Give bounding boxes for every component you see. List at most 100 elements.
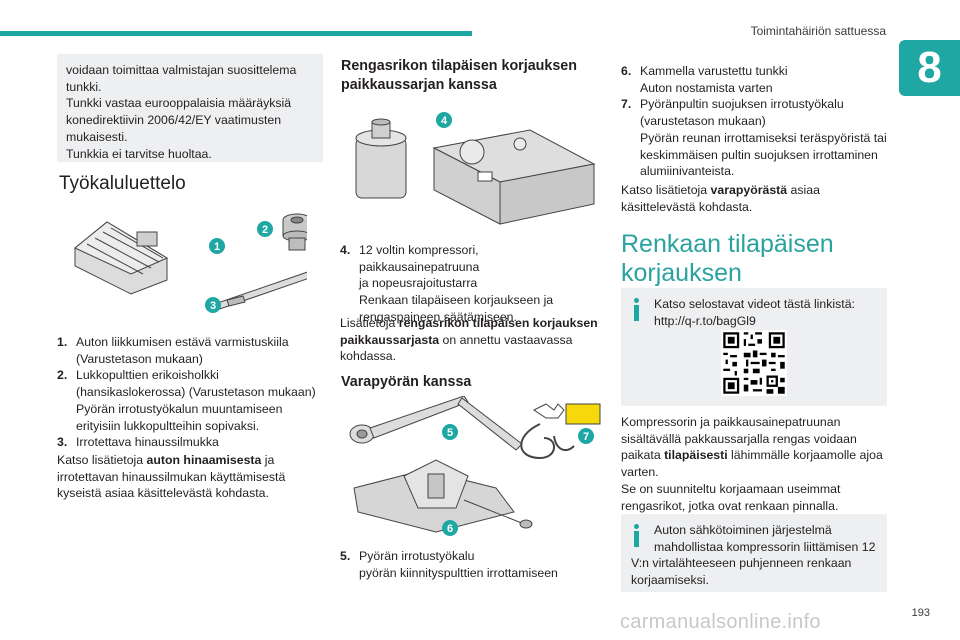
repair-kit-heading: Rengasrikon tilapäisen korjauksen paikka… [341, 57, 603, 95]
list-number: 3. [57, 435, 68, 450]
callout-badge-label: 3 [210, 300, 216, 312]
ref-line: käsittelevästä kohdasta. [621, 199, 753, 214]
list-row: 5. Pyörän irrotustyökalu pyörän kiinnity… [340, 548, 602, 581]
callout-badge [442, 424, 458, 440]
list-line: Irrotettava hinaussilmukka [76, 435, 219, 450]
repair-kit-description: Kompressorin ja paikkausainepatruunan si… [621, 414, 887, 514]
list-text: Pyörän irrotustyökalu pyörän kiinnityspu… [359, 548, 602, 581]
info-line: http://q-r.to/bagGl9 [654, 313, 756, 328]
heading-line: Rengasrikon tilapäisen korjauksen [341, 58, 577, 74]
callout-badge-label: 2 [262, 224, 268, 236]
list-number: 5. [340, 549, 351, 563]
list-line: Renkaan tilapäiseen korjaukseen ja [359, 293, 554, 308]
list-line: erityisiin lukkopultteihin sopivaksi. [76, 418, 260, 433]
info-icon [632, 524, 641, 547]
bolt-cover-tool-drawing [520, 403, 601, 460]
list-number: 1. [57, 335, 68, 349]
ref-text: Lisätietoja [340, 316, 399, 330]
ref-line: irrotettavan hinaussilmukan käyttämisest… [57, 469, 286, 484]
para-line: Kompressorin ja paikkausainepatruunan [621, 415, 841, 429]
repair-kit-reference: Lisätietoja rengasrikon tilapäisen korja… [340, 315, 602, 365]
list-number: 7. [621, 97, 632, 112]
list-line: (varustetason mukaan) [640, 114, 766, 129]
list-line: (hansikaslokerossa) (Varustetason mukaan… [76, 385, 316, 400]
info-line: Auton sähkötoiminen järjestelmä [654, 523, 832, 537]
ref-link-text: rengasrikon tilapäisen korjauksen [398, 316, 598, 330]
list-line: keskimmäisen pultin suojuksen irrottamin… [640, 147, 878, 162]
lock-socket-drawing [282, 213, 307, 251]
electric-info-box: Auton sähkötoiminen järjestelmä mahdolli… [621, 514, 887, 592]
ref-link-text: paikkaussarjasta [340, 332, 440, 347]
list-number: 2. [57, 368, 68, 383]
para-line: Se on suunniteltu korjaamaan useimmat [621, 481, 841, 496]
list-number: 6. [621, 64, 632, 78]
spare-wheel-reference: Katso lisätietoja varapyörästä asiaa käs… [621, 182, 887, 215]
list-line: 12 voltin kompressori, paikkausainepatru… [359, 243, 480, 274]
note-line: mukaisesti. [66, 129, 128, 144]
list-row: 4. 12 voltin kompressori, paikkausainepa… [340, 242, 602, 326]
callout-badge-label: 7 [583, 431, 589, 443]
video-info-box: Katso selostavat videot tästä linkistä: … [621, 288, 887, 406]
callout-badge [578, 428, 594, 444]
section-title: Toimintahäiriön sattuessa [750, 24, 886, 38]
repair-kit-illustration: 4 [355, 112, 596, 225]
towing-reference: Katso lisätietoja auton hinaamisesta ja … [57, 452, 323, 502]
qr-code[interactable] [721, 330, 787, 396]
list-item: 3. Irrotettava hinaussilmukka [57, 434, 323, 451]
ref-line: kohdassa. [340, 349, 397, 364]
ref-line: kyseistä asiaa käsittelevästä kohdasta. [57, 486, 269, 501]
list-line: Auton nostamista varten [640, 80, 773, 95]
info-line: V:n virtalähteeseen puhjenneen renkaan [631, 556, 852, 571]
heading-line: paikkaussarjan kanssa [341, 77, 497, 93]
list-text: Lukkopulttien erikoisholkki (hansikaslok… [76, 367, 323, 434]
callout-badge-label: 4 [441, 115, 448, 127]
list-line: (Varustetason mukaan) [76, 351, 203, 366]
list-text: Kammella varustettu tunkki Auton nostami… [640, 63, 887, 96]
wheel-chock-drawing [74, 221, 169, 295]
list-item: 6. Kammella varustettu tunkki Auton nost… [621, 63, 887, 180]
callout-badge-label: 5 [447, 427, 453, 439]
para-line: rengasrikot, jotka ovat renkaan pinnalla… [621, 498, 839, 513]
note-line: tunkki. [66, 79, 102, 94]
ref-text: asiaa [787, 183, 820, 197]
watermark: carmanualsonline.info [620, 611, 821, 633]
list-item: 1. Auton liikkumisen estävä varmistuskii… [57, 334, 323, 367]
list-text: Irrotettava hinaussilmukka [76, 434, 323, 451]
callout-badge [257, 221, 273, 237]
spare-tools-illustration: 5 6 7 [349, 396, 601, 536]
callout-badge [205, 297, 221, 313]
list-line: Kammella varustettu tunkki [640, 64, 788, 78]
list-text: Auton liikkumisen estävä varmistuskiila … [76, 334, 323, 367]
para-emphasis: tilapäisesti [664, 448, 728, 463]
para-line: varten. [621, 465, 659, 480]
ref-text: Katso lisätietoja [57, 453, 147, 467]
compressor-drawing [432, 129, 596, 225]
list-row: 6. Kammella varustettu tunkki Auton nost… [621, 63, 887, 96]
ref-link-text: varapyörästä [710, 183, 788, 197]
tools-illustration: 1 2 3 [74, 213, 307, 313]
ref-link-text: auton hinaamisesta [146, 453, 262, 467]
callout-badge-label: 1 [214, 241, 220, 253]
info-line: Katso selostavat videot tästä linkistä: [654, 297, 855, 311]
page-number: 193 [911, 607, 930, 619]
callout-badge-label: 6 [447, 523, 453, 535]
wheel-brace-drawing [349, 396, 523, 451]
note-line: voidaan toimittaa valmistajan suosittele… [66, 63, 297, 77]
note-line: konedirektiivin 2006/42/EY vaatimusten [66, 113, 282, 128]
ref-text: Katso lisätietoja [621, 183, 711, 197]
note-line: Tunkkia ei tarvitse huoltaa. [66, 146, 212, 161]
list-line: Pyöränpultin suojuksen irrotustyökalu [640, 97, 844, 112]
list-line: pyörän kiinnityspulttien irrottamiseen [359, 565, 558, 580]
info-line: korjaamiseksi. [631, 573, 709, 588]
para-text: paikata [621, 448, 665, 463]
list-line: alumiinivanteista. [640, 164, 735, 179]
list-text: 12 voltin kompressori, paikkausainepatru… [359, 242, 602, 326]
jack-drawing [353, 459, 533, 533]
para-text: lähimmälle korjaamolle ajoa [727, 448, 883, 463]
list-line: ja nopeusrajoitustarra [359, 276, 478, 291]
list-number: 4. [340, 243, 351, 257]
jack-note-box: voidaan toimittaa valmistajan suosittele… [57, 54, 323, 162]
list-line: rengaspaineen säätämiseen. [359, 309, 517, 324]
spare-wheel-heading: Varapyörän kanssa [341, 374, 472, 390]
tools-heading: Työkaluluettelo [59, 173, 186, 194]
